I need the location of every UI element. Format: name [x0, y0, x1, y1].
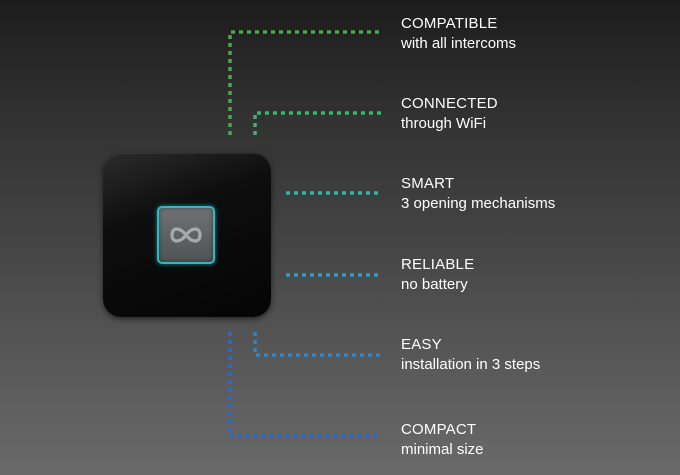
- feature-title: RELIABLE: [401, 256, 475, 273]
- feature-reliable: RELIABLE no battery: [401, 255, 671, 295]
- feature-connected: CONNECTED through WiFi: [401, 94, 671, 134]
- connector-connected: [253, 111, 382, 135]
- feature-subtitle: 3 opening mechanisms: [401, 195, 556, 212]
- feature-title: COMPATIBLE: [401, 15, 498, 32]
- infinity-icon: [170, 227, 202, 243]
- feature-subtitle: installation in 3 steps: [401, 356, 541, 373]
- feature-subtitle: minimal size: [401, 441, 484, 458]
- connector-compact: [228, 332, 382, 438]
- feature-title: COMPACT: [401, 421, 477, 438]
- feature-title: SMART: [401, 175, 455, 192]
- feature-title: EASY: [401, 336, 442, 353]
- feature-title: CONNECTED: [401, 95, 498, 112]
- connector-compatible: [228, 30, 382, 135]
- device: [103, 153, 271, 317]
- feature-subtitle: through WiFi: [401, 115, 487, 132]
- feature-easy: EASY installation in 3 steps: [401, 335, 671, 375]
- feature-compact: COMPACT minimal size: [401, 420, 671, 460]
- feature-compatible: COMPATIBLE with all intercoms: [401, 14, 671, 54]
- feature-smart: SMART 3 opening mechanisms: [401, 174, 671, 214]
- feature-subtitle: no battery: [401, 276, 468, 293]
- feature-subtitle: with all intercoms: [401, 35, 517, 52]
- device-button: [157, 206, 215, 264]
- connector-easy: [253, 332, 382, 357]
